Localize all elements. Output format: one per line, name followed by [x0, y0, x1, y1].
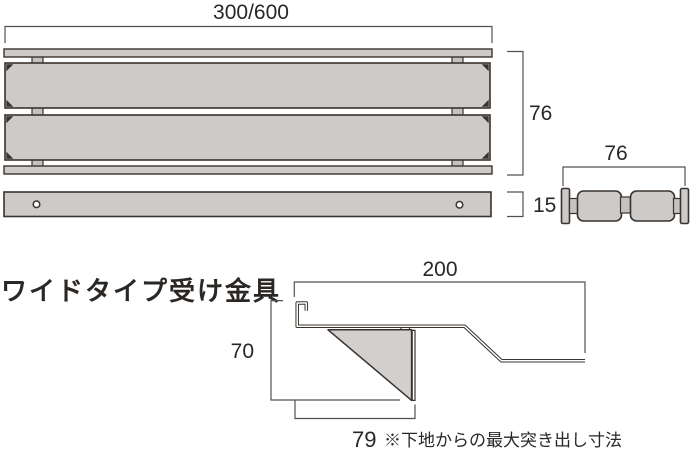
top-view-width-dimension: 300/600 [4, 1, 493, 43]
end-slat-2 [629, 190, 676, 222]
bracket-projection-dimension: 200 [293, 258, 586, 353]
screw-hole-right [455, 200, 464, 209]
screw-hole-left [32, 200, 41, 209]
bracket-height-dimension: 70 [231, 300, 400, 401]
bracket-protrusion-note: ※下地からの最大突き出し寸法 [384, 431, 622, 450]
top-view-depth-dimension: 76 [507, 50, 552, 176]
top-view-width-label: 300/600 [213, 1, 289, 24]
shelf-side-view [3, 191, 492, 218]
slat-2 [4, 114, 491, 161]
end-view-width-dimension: 76 [562, 142, 686, 186]
side-bar [3, 191, 492, 218]
shelf-end-view [560, 187, 690, 225]
bracket-projection-label: 200 [422, 258, 457, 281]
side-view-thickness-dimension: 15 [507, 191, 556, 218]
gusset-plate [327, 329, 413, 402]
bracket-protrusion-label: 79 [352, 427, 376, 450]
slat-1 [4, 62, 491, 109]
shelf-top-view [3, 48, 493, 175]
bracket-section-title: ワイドタイプ受け金具 [1, 276, 281, 306]
top-view-depth-label: 76 [529, 102, 552, 125]
side-view-thickness-label: 15 [533, 194, 556, 217]
bracket-protrusion-dimension: 79 ※下地からの最大突き出し寸法 [294, 400, 622, 450]
bracket-profile-view [295, 301, 585, 402]
end-cap-right [679, 187, 690, 225]
bracket-height-label: 70 [231, 340, 254, 363]
top-rail [3, 48, 493, 58]
end-view-width-label: 76 [604, 142, 627, 165]
end-slat-1 [576, 190, 623, 222]
end-cap-left [560, 187, 571, 225]
bottom-rail [3, 165, 493, 175]
